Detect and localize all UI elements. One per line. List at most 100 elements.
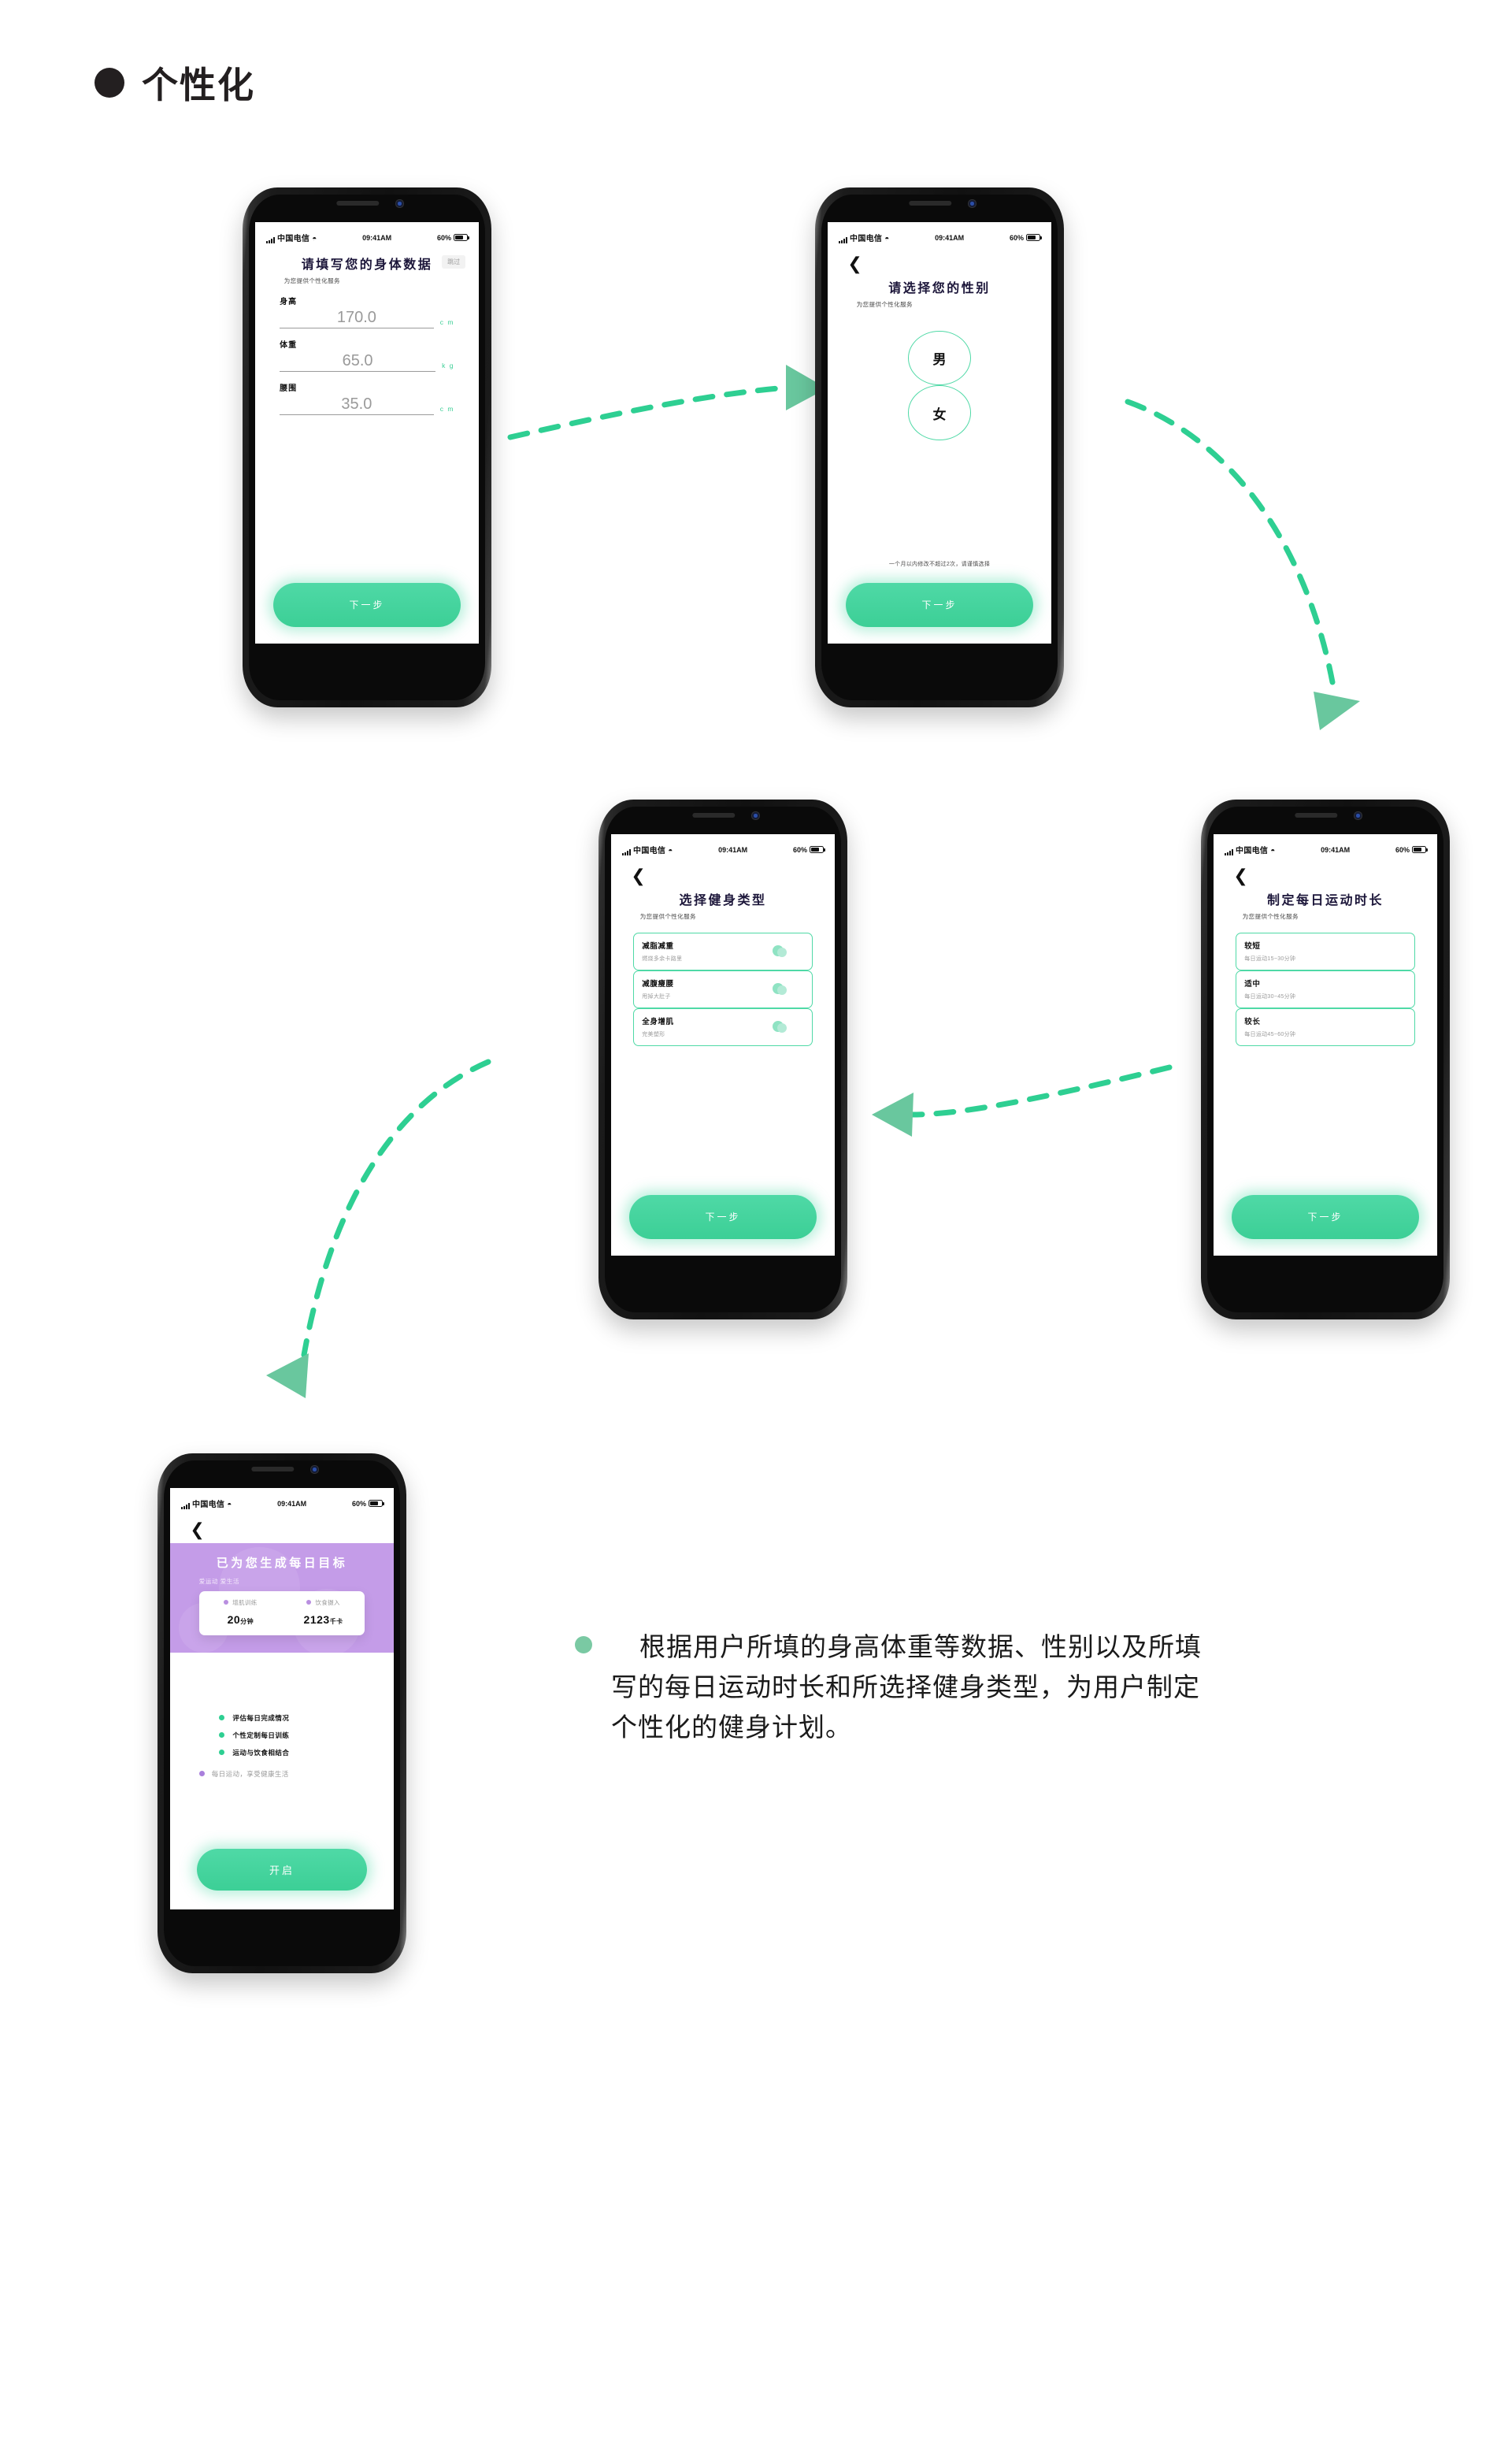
stat-unit: 千卡 <box>329 1617 343 1625</box>
clock-label: 09:41AM <box>1321 845 1351 854</box>
fitness-card-muscle[interactable]: 全身增肌 完美塑形 <box>633 1008 813 1047</box>
fitness-card-fat-loss[interactable]: 减脂减重 燃烧多余卡路里 <box>633 933 813 971</box>
clock-label: 09:41AM <box>718 845 748 854</box>
card-desc: 甩掉大肚子 <box>642 994 671 1000</box>
fitness-card-waist[interactable]: 减腹瘦腰 甩掉大肚子 <box>633 970 813 1009</box>
phone-camera-icon <box>395 199 404 208</box>
phone-fitness-type: 中国电信 ◓ 09:41AM 60% ❮ 选择健身类型 为您提供个性化服务 减脂… <box>598 800 847 1319</box>
back-button[interactable]: ❮ <box>190 1519 205 1539</box>
description-block: 根据用户所填的身高体重等数据、性别以及所填写的每日运动时长和所选择健身类型，为用… <box>575 1627 1205 1747</box>
field-height: 身高 170.0 c m <box>255 295 479 328</box>
description-text: 根据用户所填的身高体重等数据、性别以及所填写的每日运动时长和所选择健身类型，为用… <box>611 1632 1202 1742</box>
status-bar: 中国电信 ◓ 09:41AM 60% <box>255 222 479 254</box>
phone-daily-duration: 中国电信 ◓ 09:41AM 60% ❮ 制定每日运动时长 为您提供个性化服务 … <box>1201 800 1450 1319</box>
screen-daily-duration: 中国电信 ◓ 09:41AM 60% ❮ 制定每日运动时长 为您提供个性化服务 … <box>1213 833 1438 1256</box>
next-button[interactable]: 下一步 <box>1231 1194 1420 1240</box>
status-bar: 中国电信 ◓ 09:41AM 60% <box>170 1488 394 1520</box>
carrier-label: 中国电信 <box>1236 847 1269 856</box>
gender-option-female[interactable]: 女 <box>908 385 971 440</box>
card-title: 较短 <box>1244 942 1261 952</box>
goal-stat-card: 增肌训练 20分钟 饮食摄入 2123千卡 <box>198 1590 365 1635</box>
field-label: 腰围 <box>280 384 298 393</box>
next-button[interactable]: 下一步 <box>272 582 461 628</box>
phone-camera-icon <box>751 811 760 820</box>
duration-card-medium[interactable]: 适中 每日运动30~45分钟 <box>1236 970 1415 1009</box>
circles-icon <box>773 945 788 958</box>
battery-icon <box>1411 846 1429 854</box>
weight-input[interactable]: 65.0 <box>280 352 436 372</box>
duration-options: 较短 每日运动15~30分钟 适中 每日运动30~45分钟 较长 每日运动45~… <box>1214 933 1437 1047</box>
back-button[interactable]: ❮ <box>847 253 862 273</box>
next-button[interactable]: 下一步 <box>628 1194 817 1240</box>
card-desc: 每日运动45~60分钟 <box>1244 1032 1296 1038</box>
battery-icon <box>1025 234 1043 242</box>
phone-speaker-icon <box>336 201 380 206</box>
phone-daily-goal: 中国电信 ◓ 09:41AM 60% ❮ 已为您生成每日目标 爱运动 爱生活 增… <box>158 1453 406 1973</box>
signal-icon <box>622 849 632 856</box>
carrier-label: 中国电信 <box>850 235 883 244</box>
phone-camera-icon <box>968 199 976 208</box>
circles-icon <box>773 983 788 996</box>
phone-speaker-icon <box>1295 813 1338 818</box>
signal-icon <box>839 237 848 244</box>
skip-button[interactable]: 跳过 <box>442 255 466 269</box>
circles-icon <box>773 1021 788 1033</box>
arrowhead-4 <box>266 1353 309 1398</box>
goal-title: 已为您生成每日目标 <box>216 1556 348 1570</box>
back-button[interactable]: ❮ <box>1233 865 1248 885</box>
stat-label: 增肌训练 <box>199 1598 282 1607</box>
carrier-label: 中国电信 <box>192 1501 225 1510</box>
card-title: 减脂减重 <box>642 942 674 952</box>
clock-label: 09:41AM <box>277 1499 307 1508</box>
waist-input[interactable]: 35.0 <box>280 395 434 415</box>
arrow-path-3-to-5 <box>301 1059 491 1358</box>
wifi-icon: ◓ <box>1270 847 1276 856</box>
description-bullet-icon <box>575 1636 592 1653</box>
field-label: 身高 <box>280 297 298 306</box>
battery-icon <box>453 234 470 242</box>
signal-icon <box>266 237 276 244</box>
screen-fitness-type: 中国电信 ◓ 09:41AM 60% ❮ 选择健身类型 为您提供个性化服务 减脂… <box>610 833 836 1256</box>
battery-label: 60% <box>1009 233 1024 242</box>
stat-diet: 饮食摄入 2123千卡 <box>282 1598 365 1626</box>
field-label: 体重 <box>280 340 298 350</box>
wifi-icon: ◓ <box>668 847 673 856</box>
goal-footnote: 每日运动，享受健康生活 <box>170 1769 394 1779</box>
card-title: 全身增肌 <box>642 1018 674 1027</box>
list-item: 评估每日完成情况 <box>219 1713 394 1723</box>
back-button[interactable]: ❮ <box>631 865 646 885</box>
arrow-path-4-to-3 <box>909 1064 1173 1118</box>
next-button[interactable]: 下一步 <box>845 582 1034 628</box>
arrow-path-1-to-2 <box>507 384 791 440</box>
arrow-path-2-to-3 <box>1125 399 1336 685</box>
card-title: 较长 <box>1244 1018 1261 1027</box>
gender-note: 一个月以内修改不超过2次，请谨慎选择 <box>888 562 991 568</box>
arrowhead-2 <box>1314 692 1360 730</box>
height-input[interactable]: 170.0 <box>280 309 434 328</box>
screen-title: 请选择您的性别 <box>888 281 991 295</box>
stat-number: 20 <box>227 1612 241 1626</box>
card-desc: 每日运动30~45分钟 <box>1244 994 1296 1000</box>
duration-card-long[interactable]: 较长 每日运动45~60分钟 <box>1236 1008 1415 1047</box>
card-desc: 完美塑形 <box>642 1032 665 1038</box>
list-item: 个性定制每日训练 <box>219 1731 394 1740</box>
field-weight: 体重 65.0 k g <box>255 338 479 372</box>
stat-training: 增肌训练 20分钟 <box>199 1598 282 1626</box>
screen-title: 制定每日运动时长 <box>1266 893 1384 907</box>
duration-card-short[interactable]: 较短 每日运动15~30分钟 <box>1236 933 1415 971</box>
carrier-label: 中国电信 <box>633 847 666 856</box>
card-desc: 每日运动15~30分钟 <box>1244 956 1296 963</box>
gender-option-male[interactable]: 男 <box>908 331 971 386</box>
start-button[interactable]: 开启 <box>196 1848 368 1891</box>
battery-icon <box>368 1500 385 1508</box>
wifi-icon: ◓ <box>227 1501 232 1510</box>
battery-label: 60% <box>792 845 807 854</box>
battery-label: 60% <box>436 233 451 242</box>
clock-label: 09:41AM <box>362 233 392 242</box>
screen-subtitle: 为您提供个性化服务 <box>284 276 340 284</box>
screen-title: 请填写您的身体数据 <box>301 258 433 272</box>
signal-icon <box>1225 849 1234 856</box>
list-item: 运动与饮食相结合 <box>219 1748 394 1757</box>
clock-label: 09:41AM <box>935 233 965 242</box>
height-unit: c m <box>439 317 454 326</box>
